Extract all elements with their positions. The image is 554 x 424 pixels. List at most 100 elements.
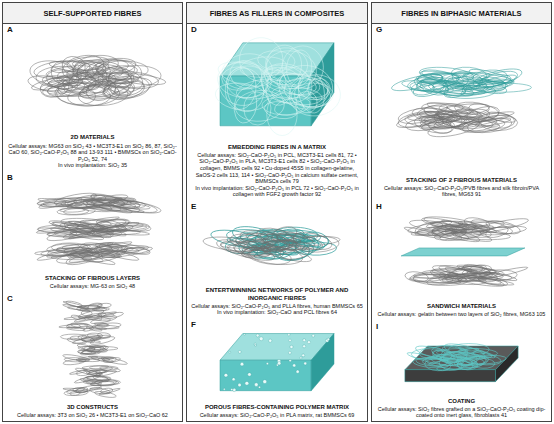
fibre-loop	[46, 226, 92, 243]
figure-panel: F POROUS FIBRES-CONTAINING POLYMER MATRIX…	[189, 318, 365, 421]
pore	[245, 381, 249, 385]
column-header: SELF-SUPPORTED FIBRES	[3, 3, 182, 24]
fibre-loop	[109, 71, 166, 87]
fibre-loop	[460, 225, 490, 237]
fibre-loop	[37, 197, 82, 206]
figure-panel: C 3D CONSTRUCTSCellular assays: 3T3 on Si…	[5, 292, 180, 421]
panel-illustration	[220, 333, 334, 391]
pore	[240, 362, 244, 366]
panel-title: SANDWICH MATERIALS	[376, 303, 547, 310]
fibre-loop	[239, 55, 287, 79]
panel-description: In vivo implantation: SiO₂-CaO and PCL f…	[191, 309, 363, 316]
fibre-loop	[62, 303, 90, 312]
fibre-loop	[264, 78, 292, 107]
panel-caption: POROUS FIBRES-CONTAINING POLYMER MATRIXC…	[191, 404, 363, 419]
fibre-loop	[262, 238, 298, 257]
fibre-loop	[458, 345, 496, 360]
fibre-loop	[57, 207, 96, 215]
fibre-loop	[82, 365, 109, 369]
fibre-loop	[52, 220, 96, 232]
block-side	[311, 334, 334, 391]
figure-panel: EENTERTWINNING NETWORKS OF POLYMER AND I…	[189, 200, 365, 318]
fibre-loop	[64, 216, 119, 229]
fibre-loop	[84, 76, 118, 104]
fibre-loop	[475, 116, 512, 128]
fibre-loop	[216, 58, 273, 91]
figure-panel: BSTACKING OF FIBROUS LAYERSCellular assa…	[5, 171, 180, 292]
panel-title: EMBEDDING FIBRES IN A MATRIX	[191, 144, 363, 151]
fibre-loop	[455, 80, 505, 91]
fibre-loop	[83, 376, 111, 382]
fibre-loop	[413, 272, 449, 282]
fibre-loop	[71, 59, 99, 82]
fibre-loop	[76, 370, 90, 376]
fibre-loop	[64, 390, 80, 395]
fibre-loop	[82, 206, 121, 213]
pore	[302, 354, 305, 357]
fibre-loop	[296, 235, 340, 253]
fibre-loop	[69, 369, 87, 375]
column-header: FIBRES IN BIPHASIC MATERIALS	[372, 3, 551, 24]
fibre-loop	[68, 245, 119, 264]
panel-letter: C	[7, 294, 13, 303]
fibre-loop	[67, 323, 89, 327]
panel-illustration	[59, 300, 128, 399]
panel-letter: E	[191, 202, 196, 211]
block-front	[220, 76, 311, 126]
fibre-loop	[95, 370, 107, 373]
fibre-loop	[463, 77, 515, 92]
pore	[232, 378, 235, 381]
panel-letter: B	[7, 173, 13, 182]
panel-letter: F	[191, 320, 196, 329]
panel-description: Cellular assays: MG63 on SiO₂ 43 • MC3T3…	[7, 143, 178, 163]
pore	[300, 357, 302, 359]
fibre-loop	[406, 350, 453, 367]
panel-title: 2D MATERIALS	[7, 134, 178, 141]
fibre-loop	[285, 235, 340, 247]
pore	[303, 339, 306, 342]
fibre-loop	[424, 117, 455, 130]
panel-description: Cellular assays: SiO₂-CaO-P₂O₅ and PLLA …	[191, 303, 363, 310]
panel-letter: D	[191, 25, 197, 34]
fibre-loop	[74, 198, 111, 209]
panel-caption: SANDWICH MATERIALSCellular assays: gelat…	[376, 303, 547, 318]
fibre-loop	[255, 225, 296, 251]
fibre-loop	[455, 73, 508, 97]
fibre-loop	[99, 224, 125, 231]
panel-illustration	[202, 223, 340, 266]
fibre-loop	[233, 238, 279, 255]
panel-caption: 3D CONSTRUCTSCellular assays: 3T3 on SiO…	[7, 404, 178, 419]
panel-caption: EMBEDDING FIBRES IN A MATRIXCellular ass…	[191, 144, 363, 198]
pore	[254, 383, 258, 387]
fibre-loop	[471, 216, 529, 236]
pore	[290, 345, 293, 348]
pore	[238, 383, 241, 386]
fibre-loop	[78, 350, 100, 355]
figure-panel: GSTACKING OF 2 FIBROUS MATERIALSCellular…	[374, 23, 549, 200]
fibre-loop	[288, 73, 342, 117]
fibre-loop	[66, 67, 94, 85]
fibre-loop	[65, 300, 82, 308]
fibre-loop	[62, 353, 90, 362]
panel-caption: STACKING OF 2 FIBROUS MATERIALSCellular …	[376, 177, 547, 198]
fibre-loop	[87, 246, 126, 256]
fibre-loop	[216, 61, 272, 100]
fibre-loop	[235, 76, 285, 103]
fibre-loop	[99, 366, 120, 373]
fibre-loop	[407, 112, 444, 122]
fibre-loop	[262, 64, 304, 93]
pore	[238, 350, 241, 353]
fibre-loop	[224, 65, 268, 115]
column-panel: FIBRES AS FILLERS IN COMPOSITESDEMBEDDIN…	[186, 2, 368, 422]
fibre-loop	[238, 36, 285, 83]
block-front	[405, 370, 496, 382]
panel-caption: 2D MATERIALS Cellular assays: MG63 on SiO…	[7, 134, 178, 169]
fibre-loop	[456, 356, 488, 366]
fibre-loop	[226, 243, 270, 259]
fibre-loop	[282, 46, 323, 89]
fibre-loop	[217, 59, 268, 107]
fibre-loop	[257, 49, 296, 71]
pore	[289, 339, 292, 342]
